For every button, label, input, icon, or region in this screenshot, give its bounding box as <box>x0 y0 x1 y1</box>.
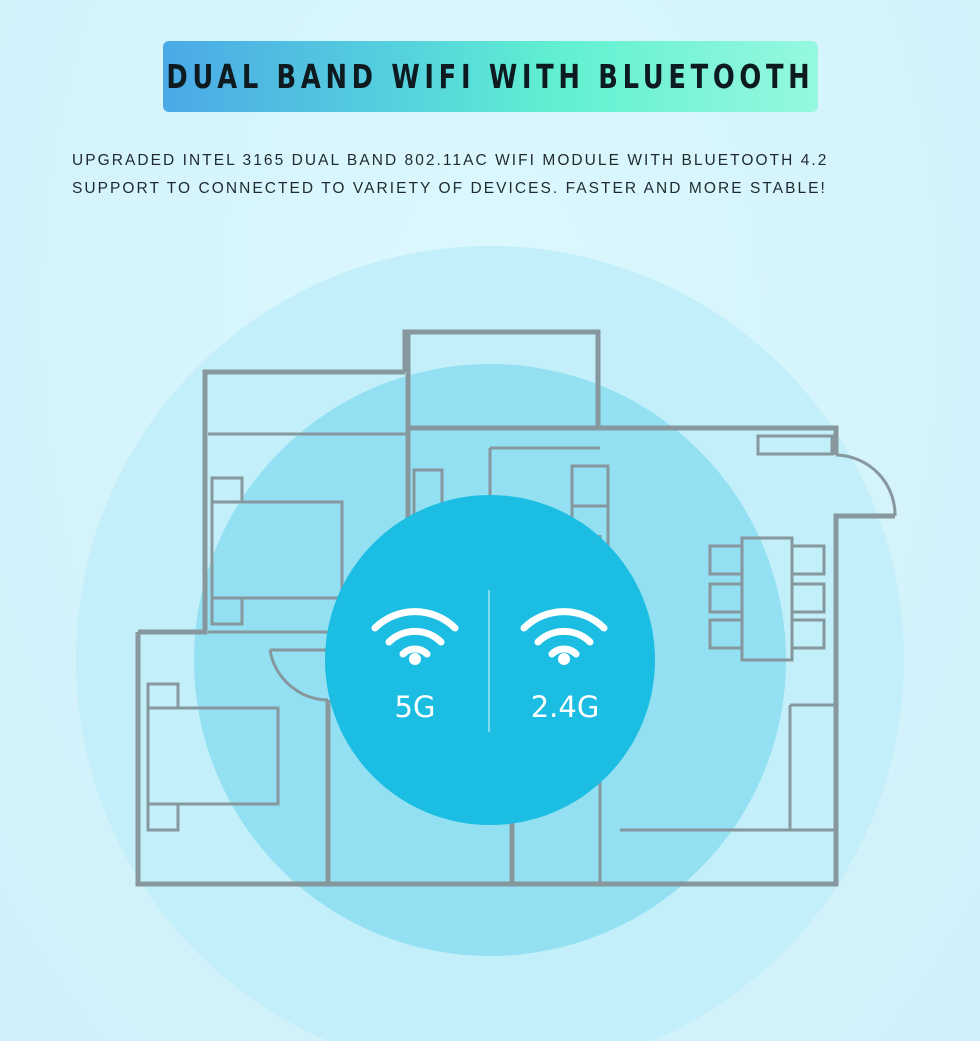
title-banner: DUAL BAND WIFI WITH BLUETOOTH <box>163 41 818 112</box>
wifi-icon <box>371 608 459 665</box>
router-center-circle <box>325 495 655 825</box>
description-line-1: UPGRADED INTEL 3165 DUAL BAND 802.11AC W… <box>72 152 829 169</box>
band-label-5g: 5G <box>394 690 436 724</box>
band-label-2-4g: 2.4G <box>530 690 600 724</box>
wifi-icon <box>520 608 608 665</box>
description-line-2: SUPPORT TO CONNECTED TO VARIETY OF DEVIC… <box>72 180 827 197</box>
page-title: DUAL BAND WIFI WITH BLUETOOTH <box>166 57 815 96</box>
description: UPGRADED INTEL 3165 DUAL BAND 802.11AC W… <box>72 147 932 203</box>
